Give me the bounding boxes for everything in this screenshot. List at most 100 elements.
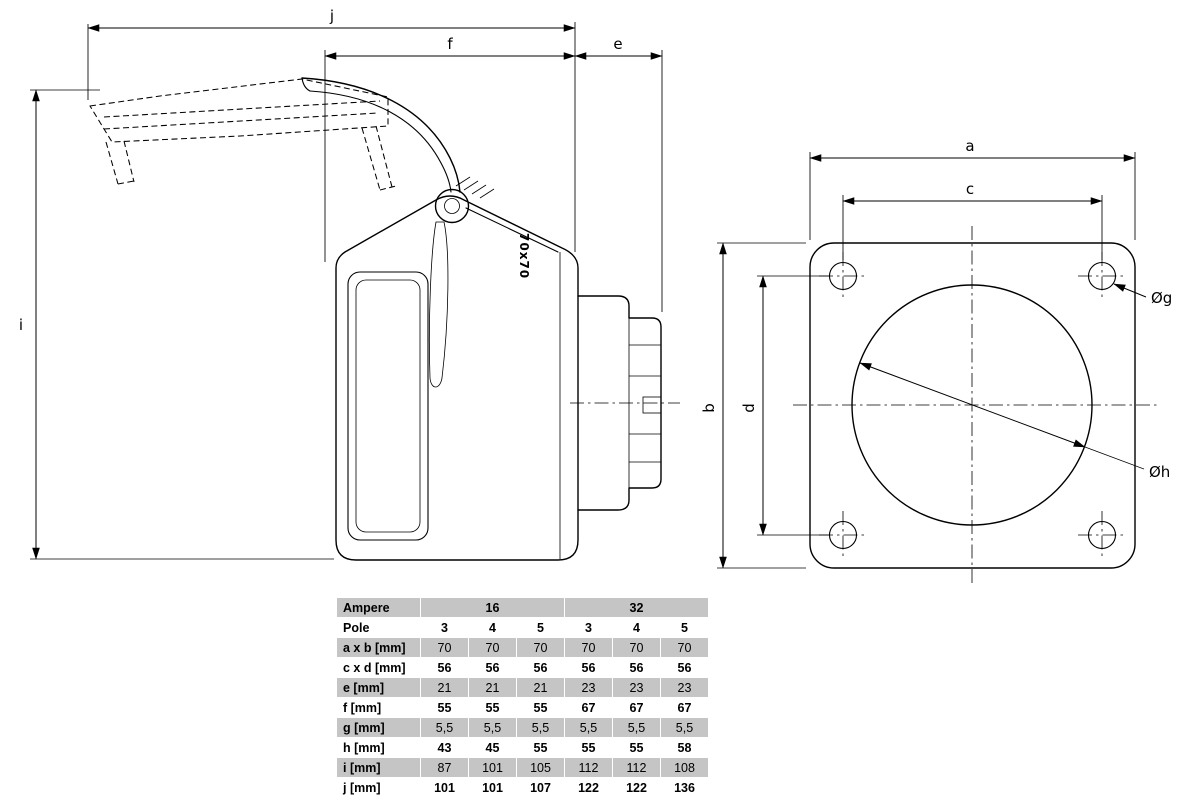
size-marking-text: 70x70 xyxy=(517,233,531,279)
dim-label-c: c xyxy=(966,180,974,198)
table-cell: 70 xyxy=(516,637,565,658)
table-cell: 56 xyxy=(612,657,661,678)
outlet-side xyxy=(570,295,680,511)
table-cell: 21 xyxy=(420,677,469,698)
table-cell: 122 xyxy=(564,777,613,798)
flange-plate xyxy=(809,242,1136,569)
table-cell: 101 xyxy=(420,777,469,798)
dim-label-j: j xyxy=(329,7,334,25)
table-cell: 105 xyxy=(516,757,565,778)
table-cell: 55 xyxy=(420,697,469,718)
table-cell: 55 xyxy=(516,697,565,718)
table-cell: 56 xyxy=(420,657,469,678)
dim-label-a: a xyxy=(965,137,974,155)
pole-header-cell: 3 xyxy=(420,617,469,638)
table-cell: 67 xyxy=(564,697,613,718)
table-cell: 87 xyxy=(420,757,469,778)
table-cell: 70 xyxy=(564,637,613,658)
dimension-d: d xyxy=(740,275,830,536)
table-row-label: a x b [mm] xyxy=(336,637,421,658)
table-cell: 56 xyxy=(516,657,565,678)
table-cell: 56 xyxy=(468,657,517,678)
socket-body xyxy=(335,188,579,561)
dimension-i: i xyxy=(19,89,334,560)
table-row-label: e [mm] xyxy=(336,677,421,698)
dim-label-d: d xyxy=(740,403,758,413)
ampere-group-header: 16 xyxy=(420,597,565,618)
table-cell: 122 xyxy=(612,777,661,798)
table-cell: 5,5 xyxy=(612,717,661,738)
table-cell: 21 xyxy=(516,677,565,698)
table-cell: 58 xyxy=(660,737,709,758)
table-cell: 108 xyxy=(660,757,709,778)
table-row-label: g [mm] xyxy=(336,717,421,738)
table-cell: 55 xyxy=(468,697,517,718)
dimension-g-callout: Øg xyxy=(1113,283,1172,307)
table-cell: 55 xyxy=(564,737,613,758)
table-cell: 136 xyxy=(660,777,709,798)
table-cell: 5,5 xyxy=(516,717,565,738)
table-cell: 70 xyxy=(612,637,661,658)
table-cell: 67 xyxy=(612,697,661,718)
pole-header-cell: 4 xyxy=(468,617,517,638)
table-cell: 112 xyxy=(612,757,661,778)
lid-open-solid xyxy=(301,77,495,199)
table-cell: 5,5 xyxy=(660,717,709,738)
table-cell: 70 xyxy=(420,637,469,658)
front-view: a c b d xyxy=(700,137,1172,586)
table-row-label: f [mm] xyxy=(336,697,421,718)
dimension-b: b xyxy=(700,242,806,569)
socket-opening xyxy=(851,284,1093,526)
table-cell: 101 xyxy=(468,757,517,778)
dim-label-b: b xyxy=(700,403,718,413)
dimension-c: c xyxy=(842,180,1103,260)
hinge-pin xyxy=(434,188,470,224)
table-row-label: h [mm] xyxy=(336,737,421,758)
table-cell: 56 xyxy=(660,657,709,678)
lid-knurl-hatch xyxy=(455,176,495,199)
table-row-label: i [mm] xyxy=(336,757,421,778)
dim-label-f: f xyxy=(447,35,453,53)
table-cell: 21 xyxy=(468,677,517,698)
table-cell: 70 xyxy=(468,637,517,658)
table-cell: 43 xyxy=(420,737,469,758)
table-cell: 107 xyxy=(516,777,565,798)
table-cell: 56 xyxy=(564,657,613,678)
table-row-label: Pole xyxy=(336,617,421,638)
table-cell: 45 xyxy=(468,737,517,758)
table-row-label: Ampere xyxy=(336,597,421,618)
table-cell: 23 xyxy=(660,677,709,698)
dim-label-h: Øh xyxy=(1149,463,1170,481)
table-row-label: j [mm] xyxy=(336,777,421,798)
table-row-label: c x d [mm] xyxy=(336,657,421,678)
table-cell: 112 xyxy=(564,757,613,778)
table-cell: 23 xyxy=(564,677,613,698)
ampere-group-header: 32 xyxy=(564,597,709,618)
dim-label-e: e xyxy=(613,35,622,53)
table-cell: 5,5 xyxy=(468,717,517,738)
pole-header-cell: 5 xyxy=(516,617,565,638)
table-cell: 5,5 xyxy=(420,717,469,738)
pole-header-cell: 3 xyxy=(564,617,613,638)
technical-drawing: 70x70 j f e xyxy=(19,7,1172,586)
dim-label-g: Øg xyxy=(1151,289,1172,307)
table-cell: 55 xyxy=(612,737,661,758)
table-cell: 23 xyxy=(612,677,661,698)
dimension-j: j xyxy=(87,7,576,252)
table-cell: 67 xyxy=(660,697,709,718)
table-cell: 70 xyxy=(660,637,709,658)
dim-label-i: i xyxy=(19,316,23,334)
lid-ghost-dashed xyxy=(89,78,397,191)
